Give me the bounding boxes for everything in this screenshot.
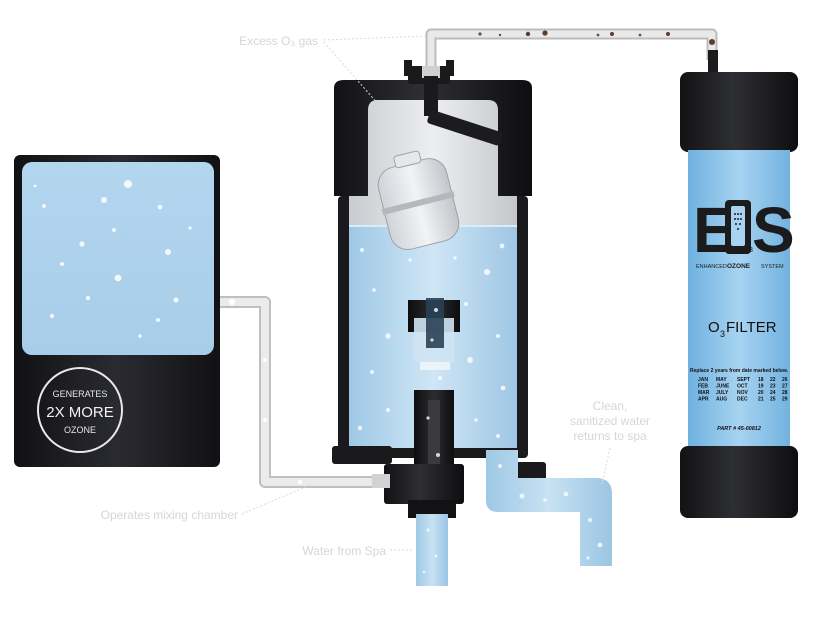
tank-base bbox=[384, 464, 464, 504]
date-grid-cell: 25 bbox=[770, 397, 776, 403]
callout-clean-water-line2: sanitized water bbox=[570, 414, 650, 428]
svg-text:3: 3 bbox=[720, 329, 725, 339]
filter-top-cap bbox=[680, 72, 798, 152]
excess-gas-tube bbox=[425, 28, 718, 72]
svg-text:FILTER: FILTER bbox=[726, 319, 777, 336]
callout-water-from-spa: Water from Spa bbox=[302, 544, 386, 558]
date-grid-cell: 26 bbox=[782, 377, 788, 383]
inlet-pipe bbox=[416, 514, 448, 586]
svg-text:O: O bbox=[708, 319, 720, 336]
date-grid-cell: 22 bbox=[770, 377, 776, 383]
date-grid-cell: 18 bbox=[758, 377, 764, 383]
date-grid-cell: OCT bbox=[737, 384, 748, 390]
date-grid-cell: NOV bbox=[737, 390, 749, 396]
badge-line3: OZONE bbox=[64, 425, 96, 435]
date-grid-cell: 28 bbox=[782, 390, 788, 396]
svg-text:OZONE: OZONE bbox=[727, 263, 751, 270]
date-grid-cell: SEPT bbox=[737, 377, 750, 383]
svg-text:3: 3 bbox=[749, 247, 753, 254]
ozone-feed-tube bbox=[220, 296, 378, 488]
eos-logo: E 3 S ENHANCED OZONE SYSTEM bbox=[693, 194, 795, 270]
filter-bottom-cap bbox=[680, 446, 798, 518]
date-grid-cell: MAR bbox=[698, 390, 710, 396]
tank-top-cap bbox=[334, 80, 532, 196]
float-valve-arm bbox=[427, 110, 503, 146]
callout-mixing-chamber: Operates mixing chamber bbox=[101, 508, 238, 522]
svg-text:ENHANCED: ENHANCED bbox=[696, 264, 727, 270]
date-grid-cell: APR bbox=[698, 397, 709, 403]
date-grid-cell: 23 bbox=[770, 384, 776, 390]
date-grid-cell: JAN bbox=[698, 377, 708, 383]
replace-note: Replace 2 years from date marked below. bbox=[690, 368, 789, 374]
svg-text:S: S bbox=[752, 194, 795, 266]
part-number: PART # 45-00812 bbox=[717, 426, 761, 432]
badge-line2: 2X MORE bbox=[46, 404, 114, 421]
date-grid-cell: MAY bbox=[716, 377, 727, 383]
callouts: Excess O₃ gas Operates mixing chamber Wa… bbox=[101, 34, 650, 558]
filter-title: O 3 FILTER bbox=[708, 319, 777, 339]
o3-filter: E 3 S ENHANCED OZONE SYSTEM O 3 FILTER R… bbox=[680, 50, 798, 518]
date-grid-cell: JULY bbox=[716, 390, 729, 396]
ozone-generator: GENERATES 2X MORE OZONE bbox=[14, 155, 220, 467]
date-grid-cell: FEB bbox=[698, 384, 708, 390]
generates-badge bbox=[37, 367, 123, 453]
generator-bubbles bbox=[33, 180, 192, 338]
date-grid-cell: 20 bbox=[758, 390, 764, 396]
date-grid-cell: 19 bbox=[758, 384, 764, 390]
tank-bubbles bbox=[357, 243, 506, 438]
date-grid-cell: 21 bbox=[758, 397, 764, 403]
date-grid-cell: 24 bbox=[770, 390, 776, 396]
callout-clean-water-line1: Clean, bbox=[593, 399, 628, 413]
badge-line1: GENERATES bbox=[53, 389, 108, 399]
svg-text:SYSTEM: SYSTEM bbox=[761, 264, 784, 270]
callout-clean-water-line3: returns to spa bbox=[573, 429, 647, 443]
callout-excess-gas: Excess O₃ gas bbox=[239, 34, 318, 48]
date-grid-cell: 29 bbox=[782, 397, 788, 403]
date-grid-cell: DEC bbox=[737, 397, 748, 403]
generator-chamber-window bbox=[22, 162, 214, 355]
date-grid-cell: AUG bbox=[716, 397, 727, 403]
date-grid-cell: JUNE bbox=[716, 384, 730, 390]
mixing-chamber-tank bbox=[332, 60, 546, 518]
outlet-pipe bbox=[486, 450, 612, 566]
date-grid-cell: 27 bbox=[782, 384, 788, 390]
float bbox=[377, 150, 460, 250]
